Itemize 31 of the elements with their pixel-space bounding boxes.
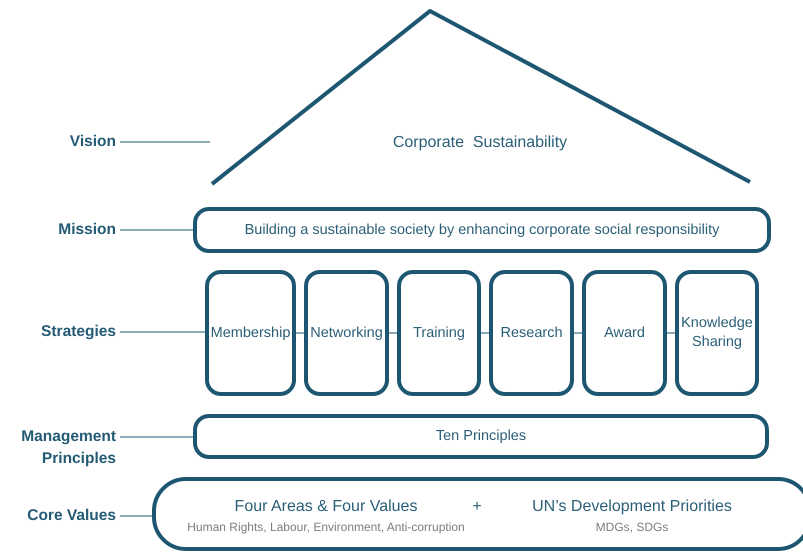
mission-box: Building a sustainable society by enhancing corporate social responsibility — [193, 207, 771, 253]
leader-line — [120, 141, 210, 143]
strategy-box: Knowledge Sharing — [675, 270, 759, 396]
connector-line — [667, 332, 675, 334]
level-label: Mission — [30, 219, 116, 241]
connector-line — [389, 332, 397, 334]
leader-line — [120, 436, 193, 438]
detail-text: MDGs, SDGs — [596, 520, 668, 534]
leader-line — [120, 229, 193, 231]
heading-text: Four Areas & Four Values — [234, 498, 418, 516]
roof-shape — [210, 8, 752, 186]
principles-box: Ten Principles — [193, 414, 769, 459]
level-label: Strategies — [20, 321, 116, 343]
core-values-box — [152, 477, 803, 551]
leader-line — [120, 515, 152, 517]
strategy-box: Research — [489, 270, 574, 396]
connector-line — [296, 332, 304, 334]
detail-text: Human Rights, Labour, Environment, Anti-corruption — [187, 520, 465, 534]
strategy-box: Training — [397, 270, 481, 396]
strategy-box: Networking — [304, 270, 389, 396]
strategy-box: Award — [582, 270, 667, 396]
level-label: Core Values — [10, 505, 116, 527]
level-label: Vision — [40, 131, 116, 153]
strategy-box: Membership — [205, 270, 296, 396]
level-label: Management Principles — [4, 426, 116, 470]
leader-line — [120, 331, 205, 333]
connector-line — [481, 332, 489, 334]
connector-line — [574, 332, 582, 334]
roof-title: Corporate Sustainability — [392, 134, 568, 152]
plus-sign: + — [472, 498, 482, 516]
heading-text: UN’s Development Priorities — [532, 498, 732, 516]
